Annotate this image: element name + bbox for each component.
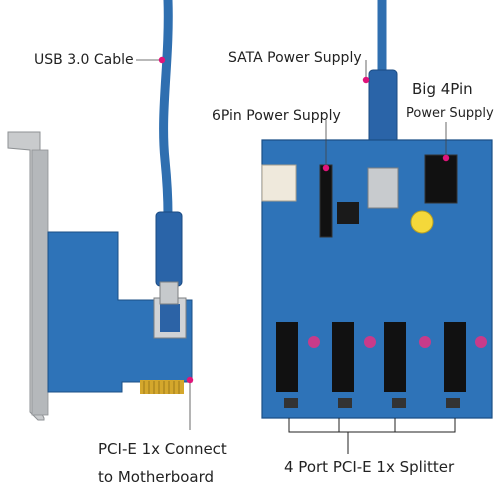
gold-fingers xyxy=(140,380,184,394)
pcie-slot-4 xyxy=(444,322,466,392)
pcie-slot-1 xyxy=(276,322,298,392)
pcie-connect-label-line2: to Motherboard xyxy=(98,468,215,486)
usb-plug-left xyxy=(155,211,183,287)
pcie-adapter-card xyxy=(7,131,193,421)
pcie-slot-2 xyxy=(332,322,354,392)
usb-cable xyxy=(155,0,398,305)
splitter-board xyxy=(261,139,493,454)
qc-sticker xyxy=(410,210,434,234)
molex-connector xyxy=(424,154,458,204)
six-pin-connector xyxy=(261,164,297,202)
board-usb-port xyxy=(367,167,399,209)
pcie-slot-3 xyxy=(384,322,406,392)
pointer-dots xyxy=(158,56,450,384)
usb-cable-label: USB 3.0 Cable xyxy=(34,52,134,68)
bracket-face xyxy=(31,149,49,416)
big-4pin-label-line2: Power Supply xyxy=(406,106,494,121)
sata-connector xyxy=(319,164,333,238)
sata-power-label: SATA Power Supply xyxy=(228,50,362,66)
big-4pin-label-line1: Big 4Pin xyxy=(412,80,473,98)
six-pin-power-label: 6Pin Power Supply xyxy=(212,108,341,124)
splitter-bracket-line xyxy=(288,418,456,433)
splitter-label: 4 Port PCI-E 1x Splitter xyxy=(284,458,455,476)
usb-plug-right xyxy=(368,69,398,151)
pcie-connect-label-line1: PCI-E 1x Connect xyxy=(98,440,227,458)
pointer-lines xyxy=(136,59,447,430)
controller-chip xyxy=(337,202,359,224)
cable-wire-left xyxy=(159,0,173,220)
